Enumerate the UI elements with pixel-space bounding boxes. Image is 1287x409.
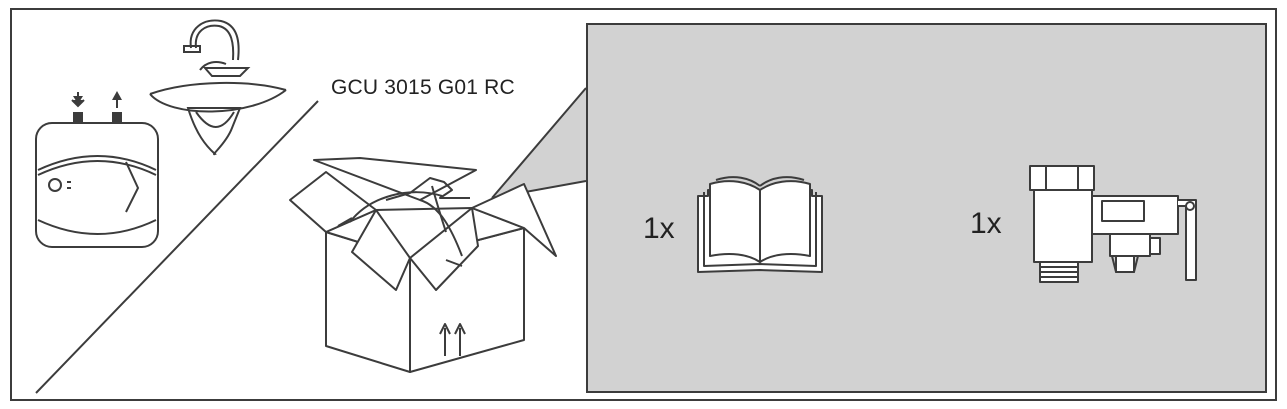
- sink-faucet-icon: [149, 19, 287, 156]
- callout-line-top: [491, 87, 587, 199]
- manual-quantity-label: 1x: [643, 212, 675, 245]
- safety-valve-icon: [1029, 165, 1197, 283]
- manual-book-icon: [697, 176, 823, 273]
- model-number-label: GCU 3015 G01 RC: [331, 76, 515, 99]
- valve-quantity-label: 1x: [970, 207, 1002, 240]
- diagonal-divider: [35, 100, 319, 394]
- open-box-icon: [289, 157, 557, 373]
- water-heater-icon: [35, 91, 159, 248]
